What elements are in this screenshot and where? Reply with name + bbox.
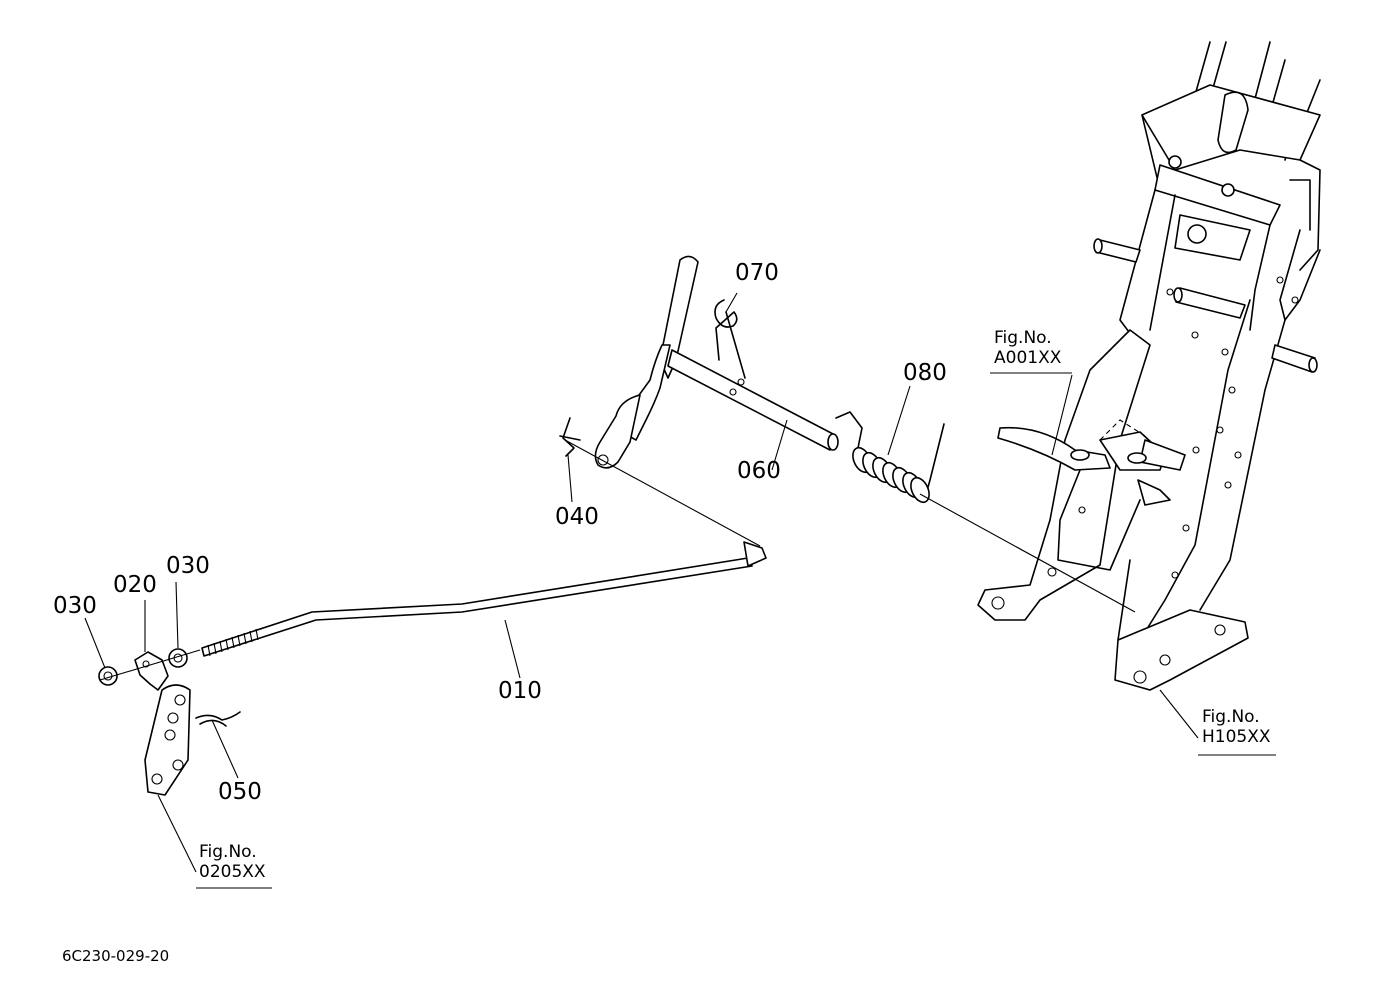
label-070: 070 xyxy=(735,260,779,286)
part-080-spring xyxy=(835,411,945,504)
part-040-snap-pin xyxy=(559,417,581,457)
label-080: 080 xyxy=(903,360,947,386)
figure-ref-number: A001XX xyxy=(994,348,1062,369)
figure-ref-a001: Fig.No. A001XX xyxy=(994,328,1061,369)
leader-lines xyxy=(84,292,1276,889)
figure-ref-prefix: Fig.No. xyxy=(1202,707,1260,727)
part-050-clip xyxy=(195,711,241,727)
figure-ref-prefix: Fig.No. xyxy=(994,328,1052,348)
part-070-clip-pin xyxy=(714,299,746,379)
label-020: 020 xyxy=(113,572,157,598)
label-050: 050 xyxy=(218,779,262,805)
figure-ref-number: H105XX xyxy=(1202,727,1271,748)
label-030-b: 030 xyxy=(166,553,210,579)
figure-ref-0205: Fig.No. 0205XX xyxy=(199,842,266,883)
drawing-code: 6C230-029-20 xyxy=(62,947,170,965)
label-030-a: 030 xyxy=(53,593,97,619)
part-010-rod xyxy=(201,541,767,657)
figure-ref-h105: Fig.No. H105XX xyxy=(1202,707,1271,748)
figure-ref-number: 0205XX xyxy=(199,862,266,883)
figure-ref-prefix: Fig.No. xyxy=(199,842,257,862)
part-020-clevis xyxy=(134,651,169,691)
part-060-lever-shaft xyxy=(594,255,839,469)
label-040: 040 xyxy=(555,504,599,530)
bracket-0205 xyxy=(144,684,191,796)
label-010: 010 xyxy=(498,678,542,704)
part-030-nut-a xyxy=(98,666,118,686)
frame-assembly xyxy=(977,41,1321,691)
label-060: 060 xyxy=(737,458,781,484)
